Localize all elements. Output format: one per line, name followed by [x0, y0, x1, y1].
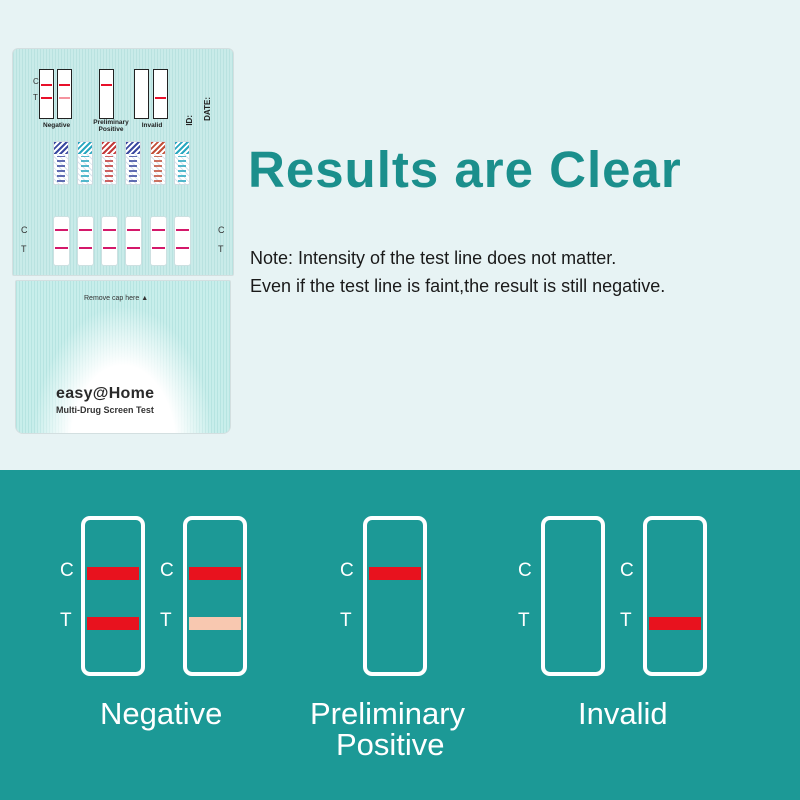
- test-window: [151, 217, 166, 265]
- mini-strip-invalid-2: [153, 69, 168, 119]
- note-line-2: Even if the test line is faint,the resul…: [250, 276, 666, 296]
- invalid-label: Invalid: [578, 696, 668, 731]
- negative-1-c-label: C: [60, 560, 74, 581]
- test-line: [87, 617, 139, 630]
- negative-1-t-label: T: [60, 610, 72, 631]
- id-label: ID:: [185, 115, 194, 126]
- test-window: [102, 217, 117, 265]
- reagent-pad: [77, 141, 93, 185]
- test-window: [126, 217, 141, 265]
- test-card-lower: Remove cap here ▲ easy@Home Multi-Drug S…: [15, 280, 231, 434]
- preliminary-positive-strip: [363, 516, 427, 676]
- invalid-1-c-label: C: [518, 560, 532, 581]
- positive-label: Positive: [336, 727, 445, 762]
- reagent-pad: [150, 141, 166, 185]
- mini-t-label: T: [33, 93, 38, 102]
- remove-cap-label: Remove cap here ▲: [84, 295, 149, 302]
- negative-2-t-label: T: [160, 610, 172, 631]
- test-line: [649, 617, 701, 630]
- headline: Results are Clear: [248, 141, 682, 198]
- test-window: [78, 217, 93, 265]
- device-c-label-left: C: [21, 225, 28, 235]
- control-line: [189, 567, 241, 580]
- negative-strip-2: [183, 516, 247, 676]
- negative-2-c-label: C: [160, 560, 174, 581]
- prelim-t-label: T: [340, 610, 352, 631]
- invalid-strip-1: [541, 516, 605, 676]
- reagent-pad: [174, 141, 190, 185]
- note-line-1: Note: Intensity of the test line does no…: [250, 248, 617, 268]
- brand-logo: easy@Home: [56, 385, 155, 402]
- invalid-strip-2: [643, 516, 707, 676]
- test-card-upper: C T Negative Preliminary Positive Invali…: [12, 48, 234, 276]
- test-window: [54, 217, 69, 265]
- mini-strip-preliminary-positive: [99, 69, 114, 119]
- prelim-c-label: C: [340, 560, 354, 581]
- mini-negative-label: Negative: [43, 122, 71, 129]
- device-c-label-right: C: [218, 225, 225, 235]
- reagent-pad: [101, 141, 117, 185]
- negative-strip-1: [81, 516, 145, 676]
- negative-label: Negative: [100, 696, 223, 731]
- results-legend-section: C T C T Negative C T Preliminary Positiv…: [0, 470, 800, 800]
- device-t-label-left: T: [21, 244, 27, 254]
- date-label: DATE:: [203, 97, 212, 121]
- mini-invalid-label: Invalid: [141, 122, 163, 129]
- control-line: [87, 567, 139, 580]
- invalid-1-t-label: T: [518, 610, 530, 631]
- mini-preliminary-positive-label: Preliminary Positive: [93, 119, 129, 133]
- mini-strip-negative-1: [39, 69, 54, 119]
- top-section: C T Negative Preliminary Positive Invali…: [12, 48, 682, 434]
- device-t-label-right: T: [218, 244, 224, 254]
- test-cup-device: C T Negative Preliminary Positive Invali…: [12, 48, 234, 434]
- mini-strip-invalid-1: [134, 69, 149, 119]
- reagent-pad: [53, 141, 69, 185]
- mini-c-label: C: [33, 77, 39, 86]
- invalid-2-t-label: T: [620, 610, 632, 631]
- mini-strip-negative-2: [57, 69, 72, 119]
- preliminary-label: Preliminary: [310, 696, 466, 731]
- faint-test-line: [189, 617, 241, 630]
- test-window: [175, 217, 190, 265]
- control-line: [369, 567, 421, 580]
- product-name: Multi-Drug Screen Test: [56, 405, 154, 415]
- invalid-2-c-label: C: [620, 560, 634, 581]
- reagent-pad: [125, 141, 141, 185]
